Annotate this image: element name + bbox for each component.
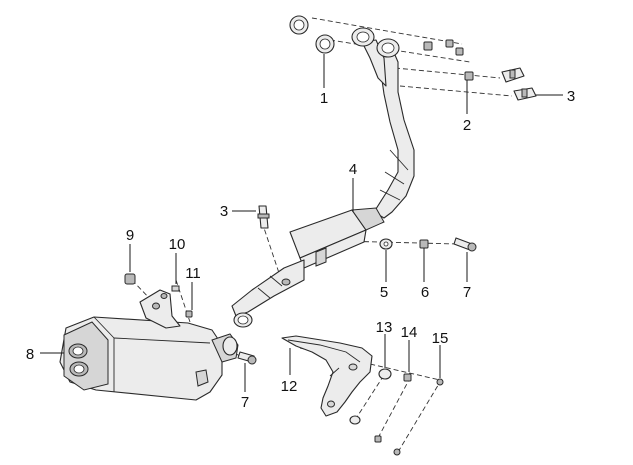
callout-8: 8 — [26, 346, 34, 363]
callout-6: 6 — [421, 284, 429, 301]
callout-4: 4 — [349, 161, 357, 178]
gaskets — [289, 15, 335, 54]
heat-shield — [281, 335, 373, 417]
bracket-hardware — [124, 273, 193, 318]
callout-labels: 1 2 3 3 4 5 6 7 7 8 9 10 11 12 13 14 15 — [26, 88, 575, 411]
callout-9: 9 — [126, 227, 134, 244]
callout-7-upper: 7 — [463, 284, 471, 301]
catalyst-pipe — [231, 207, 385, 328]
callout-11: 11 — [185, 265, 201, 282]
callout-13: 13 — [376, 319, 393, 336]
callout-7-lower: 7 — [241, 394, 249, 411]
shield-hardware — [349, 368, 444, 456]
muffler — [59, 316, 239, 401]
leader-lines — [40, 54, 563, 392]
callout-1: 1 — [320, 90, 328, 107]
callout-2: 2 — [463, 117, 471, 134]
header-nuts — [423, 39, 474, 81]
callout-10: 10 — [169, 236, 186, 253]
callout-14: 14 — [401, 324, 418, 341]
header-pipe — [351, 27, 415, 219]
muffler-bracket — [139, 289, 181, 329]
callout-15: 15 — [432, 330, 449, 347]
callout-5: 5 — [380, 284, 388, 301]
mount-hardware — [237, 237, 477, 365]
callout-12: 12 — [281, 378, 298, 395]
oxygen-sensors — [257, 67, 537, 229]
callout-3-sensor-center: 3 — [220, 203, 228, 220]
callout-3-sensor-right: 3 — [567, 88, 575, 105]
